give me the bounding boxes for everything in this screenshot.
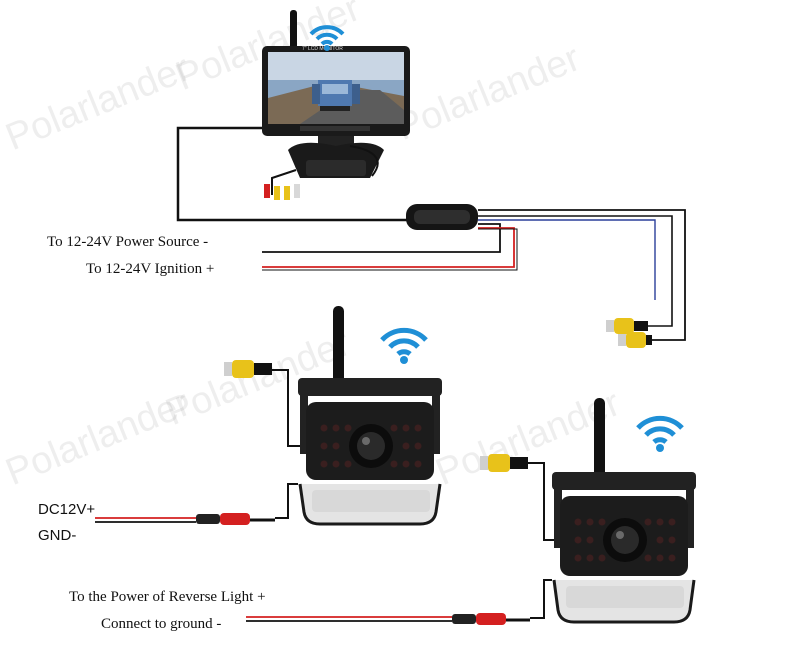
- monitor-caption: 7" LCD MONITOR: [302, 46, 343, 52]
- blue-wire: [478, 219, 656, 300]
- monitor-stand: [318, 136, 354, 146]
- connect-ground-label: Connect to ground -: [101, 616, 222, 632]
- rca-connector: [224, 360, 272, 378]
- rca-connector: [480, 454, 528, 472]
- camera-antenna: [594, 398, 605, 488]
- wifi-icon: [636, 415, 684, 452]
- dc12v-label: DC12V+: [38, 501, 96, 518]
- power-source-wire: [262, 223, 501, 253]
- camera-antenna: [333, 306, 344, 386]
- video-wire-1: [478, 215, 673, 327]
- power-source-label: To 12-24V Power Source -: [47, 234, 209, 250]
- wifi-icon: [309, 25, 345, 51]
- ignition-label: To 12-24V Ignition +: [86, 261, 215, 277]
- rca-connector: [606, 318, 648, 334]
- dc-connector: [220, 513, 250, 525]
- dc-connector: [476, 613, 506, 625]
- rca-connector: [618, 332, 652, 348]
- rear-camera-1: [298, 306, 442, 526]
- video-wire-2: [478, 209, 686, 341]
- monitor-power-cable: [176, 126, 408, 222]
- gnd-label: GND-: [38, 527, 77, 544]
- monitor: [262, 10, 410, 200]
- wifi-icon: [380, 327, 428, 364]
- ignition-wire: [262, 227, 515, 268]
- rear-camera-2: [552, 398, 696, 624]
- reverse-light-label: To the Power of Reverse Light +: [69, 589, 266, 605]
